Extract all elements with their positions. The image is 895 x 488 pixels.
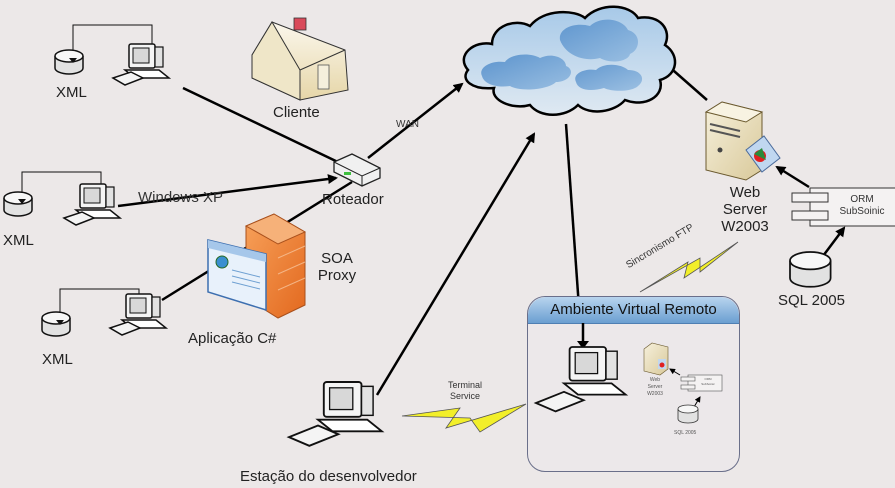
web-server-line3: W2003: [721, 218, 769, 235]
developer-computer-icon: [286, 381, 385, 447]
lightning-icon-terminal: [401, 403, 527, 433]
virtual-environment-title: Ambiente Virtual Remoto: [550, 301, 717, 318]
orm-line2: SubSoinic: [839, 206, 885, 217]
orm-line1: ORM: [850, 194, 874, 205]
computer-icon-app: [109, 293, 167, 336]
roteador-label: Roteador: [322, 191, 384, 208]
router-icon: [333, 153, 381, 187]
application-window-icon: [207, 239, 267, 312]
web-server-line2: Server: [722, 201, 768, 218]
sql-label: SQL 2005: [778, 292, 845, 309]
xml-label-2: XML: [3, 232, 34, 249]
xml-label-1: XML: [56, 84, 87, 101]
virtual-computer-icon: [533, 346, 629, 413]
link-xml1: [72, 24, 153, 58]
terminal-service-line1: Terminal: [447, 380, 482, 390]
web-server-label: Web Server W2003: [710, 184, 780, 235]
terminal-service-label: Terminal Service: [430, 380, 500, 402]
aplicacao-label: Aplicação C#: [188, 330, 277, 347]
wan-label: WAN: [396, 119, 419, 130]
terminal-service-line2: Service: [449, 391, 480, 401]
estacao-label: Estação do desenvolvedor: [240, 468, 417, 485]
database-icon-xml2: [3, 191, 33, 217]
virtual-orm-line2: SubSoinic: [701, 382, 715, 386]
internet-cloud-icon: [462, 5, 677, 116]
soa-proxy-line1: SOA: [321, 250, 353, 267]
virtual-environment-header: Ambiente Virtual Remoto: [528, 297, 739, 324]
link-orm-server: [775, 165, 810, 189]
soa-proxy-line2: Proxy: [317, 267, 357, 284]
virtual-environment-canvas: [533, 323, 723, 424]
link-winxp-router: [117, 174, 338, 208]
link-pc1-router: [182, 86, 341, 165]
virtual-web-server-line1: Web: [649, 377, 661, 383]
virtual-server-icon: [643, 342, 669, 376]
cliente-label: Cliente: [273, 104, 320, 121]
computer-icon: [112, 43, 170, 86]
virtual-web-server-label: Web Server W2003: [640, 377, 670, 398]
virtual-web-server-line3: W2003: [647, 391, 663, 397]
house-icon: [251, 17, 349, 101]
database-icon-sql: [789, 251, 832, 288]
orm-component-icon: [791, 187, 895, 227]
virtual-orm-label: ORM SubSoinic: [694, 377, 722, 387]
web-server-line1: Web: [729, 184, 761, 201]
virtual-orm-icon: [680, 374, 723, 392]
orm-label: ORM SubSoinic: [832, 194, 892, 218]
windows-xp-label: Windows XP: [138, 189, 224, 206]
virtual-environment-panel: Ambiente Virtual Remoto Web S: [527, 296, 740, 472]
database-icon-xml1: [54, 49, 84, 75]
lightning-icon-ftp: [639, 241, 739, 293]
soa-proxy-label: SOA Proxy: [312, 250, 362, 284]
server-icon: [704, 101, 781, 181]
xml-label-3: XML: [42, 351, 73, 368]
link-wan: [367, 82, 464, 159]
database-icon-xml3: [41, 311, 71, 337]
virtual-web-server-line2: Server: [647, 384, 663, 390]
link-dev-cloud: [375, 132, 536, 396]
virtual-orm-line1: ORM: [704, 377, 712, 381]
virtual-sql-icon: [677, 404, 699, 424]
link-xml2: [21, 171, 102, 199]
computer-icon-winxp: [63, 183, 121, 226]
virtual-sql-label: SQL 2005: [674, 430, 697, 436]
